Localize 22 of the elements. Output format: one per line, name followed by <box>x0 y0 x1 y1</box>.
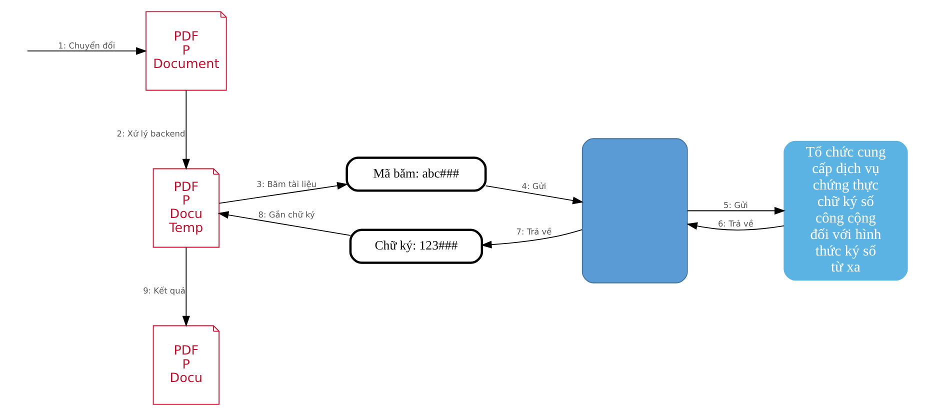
edge-label: 3: Băm tài liệu <box>256 179 316 190</box>
arrow <box>26 47 148 55</box>
edge-label: 4: Gửi <box>522 181 546 192</box>
node-box: Tổ chức cung cấp dịch vụ chứng thực chữ ký số công cộng đối với hình thức ký số từ xa <box>784 140 908 281</box>
arrow <box>218 182 348 204</box>
edge-label: 2: Xử lý backend <box>116 128 186 138</box>
arrow <box>686 222 784 230</box>
edge-label: 8: Gắn chữ ký <box>258 209 315 220</box>
edge-label: 1: Chuyển đổi <box>58 40 116 50</box>
node-box: Chữ ký: 123### <box>349 228 484 264</box>
arrow <box>218 211 351 236</box>
edge-label: 6: Trả về <box>718 218 754 228</box>
arrow <box>686 206 786 215</box>
edge-label: 9: Kết quả <box>143 285 186 296</box>
node-box <box>582 138 688 284</box>
edge-label: 5: Gửi <box>724 200 748 210</box>
arrow <box>485 185 584 204</box>
arrow <box>182 90 190 170</box>
edge-label: 7: Trả về <box>516 226 552 237</box>
arrow <box>182 247 190 327</box>
node-box: Mã băm: abc### <box>346 156 487 192</box>
arrow <box>480 229 583 248</box>
